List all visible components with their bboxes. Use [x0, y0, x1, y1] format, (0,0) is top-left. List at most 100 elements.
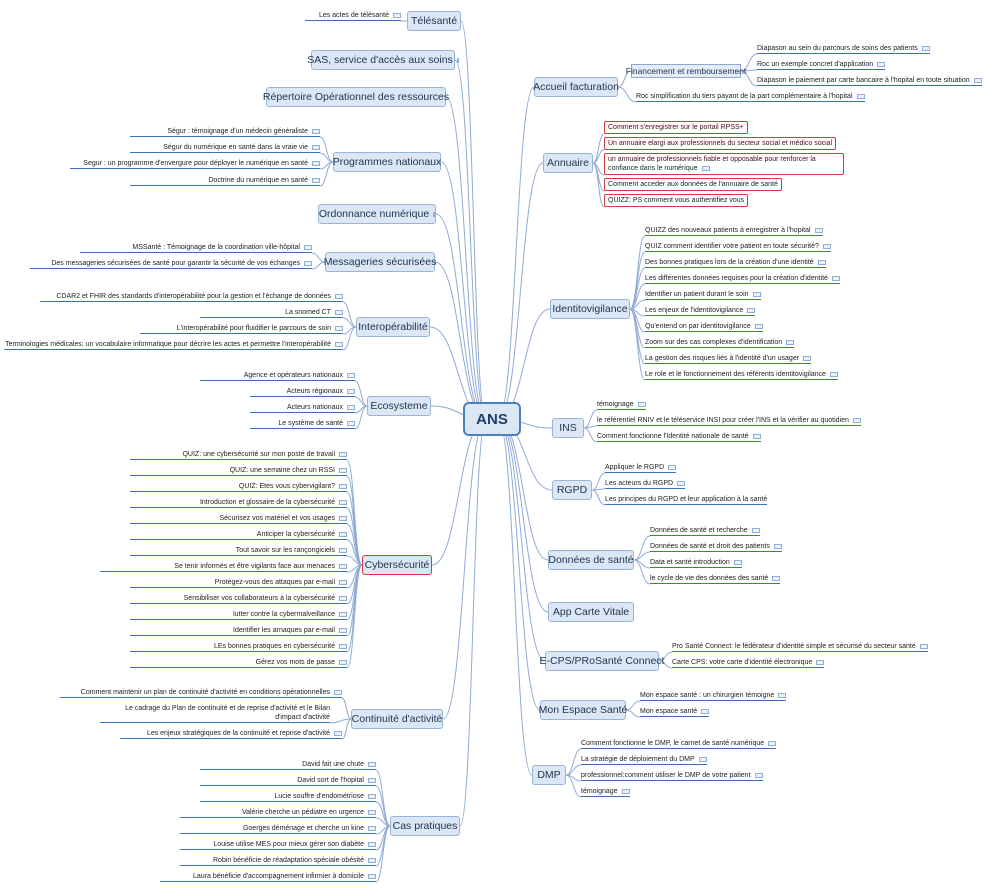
- leaf-annuaire-3[interactable]: Comment acceder aux données de l'annuair…: [604, 178, 782, 191]
- leaf-identito-7[interactable]: Zoom sur des cas complexes d'identificat…: [645, 338, 795, 348]
- main-node-messageries[interactable]: Messageries sécurisées: [324, 252, 436, 272]
- leaf-rgpd-1[interactable]: Les acteurs du RGPD: [605, 479, 686, 489]
- leaf-cyber-4[interactable]: Sécurisez vos matériel et vos usages: [130, 514, 347, 524]
- leaf-mes-1[interactable]: Mon espace santé: [640, 707, 710, 717]
- leaf-dmp-2[interactable]: professionnel:comment utiliser le DMP de…: [581, 771, 763, 781]
- leaf-interop-0[interactable]: CDAR2 et FHIR des standards d'interopéra…: [40, 292, 343, 302]
- leaf-messageries-1[interactable]: Des messageries sécurisées de santé pour…: [30, 259, 312, 269]
- leaf-accueil-sub-2[interactable]: Diapason le paiement par carte bancaire …: [757, 76, 982, 86]
- leaf-ecps-0[interactable]: Pro Santé Connect: le fédérateur d'ident…: [672, 642, 928, 652]
- main-node-ecps[interactable]: E-CPS/PRoSanté Connect: [540, 651, 664, 671]
- leaf-cyber-9[interactable]: Sensibiliser vos collaborateurs à la cyb…: [130, 594, 347, 604]
- main-node-sas[interactable]: SAS, service d'accès aux soins: [307, 50, 459, 70]
- leaf-cyber-0[interactable]: QUIZ: une cybersécurité sur mon poste de…: [130, 450, 347, 460]
- leaf-cyber-5[interactable]: Anticiper la cybersécurité: [130, 530, 347, 540]
- leaf-programmes-2[interactable]: Segur : un programme d'envergure pour dé…: [70, 159, 320, 169]
- main-node-identito[interactable]: Identitovigilance: [550, 299, 630, 319]
- leaf-ins-0[interactable]: témoignage: [597, 400, 646, 410]
- leaf-cyber-12[interactable]: LEs bonnes pratiques en cybersécurité: [130, 642, 347, 652]
- root-node[interactable]: ANS: [463, 402, 521, 436]
- main-node-continuite[interactable]: Continuité d'activité: [351, 709, 443, 729]
- leaf-cyber-7[interactable]: Se tenir informés et être vigilants face…: [100, 562, 347, 572]
- main-node-ordonnance[interactable]: Ordonnance numérique: [318, 204, 436, 224]
- leaf-programmes-0[interactable]: Ségur : témoignage d'un médecin générali…: [130, 127, 320, 137]
- main-node-interop[interactable]: Interopérabilité: [356, 317, 430, 337]
- leaf-interop-1[interactable]: La snomed CT: [200, 308, 343, 318]
- main-node-carte[interactable]: App Carte Vitale: [548, 602, 634, 622]
- leaf-identito-9[interactable]: Le role et le fonctionnement des référen…: [645, 370, 838, 380]
- main-node-ror[interactable]: Répertoire Opérationnel des ressources: [263, 87, 449, 107]
- leaf-donnees-1[interactable]: Données de santé et droit des patients: [650, 542, 782, 552]
- leaf-cas-5[interactable]: Louise utilise MES pour mieux gérer son …: [180, 840, 376, 850]
- main-node-cyber[interactable]: Cybersécurité: [362, 555, 432, 575]
- leaf-donnees-3[interactable]: le cycle de vie des données des santé: [650, 574, 781, 584]
- main-node-donnees[interactable]: Données de santé: [548, 550, 634, 570]
- leaf-ins-1[interactable]: le référentiel RNIV et le téléservice IN…: [597, 416, 861, 426]
- main-node-rgpd[interactable]: RGPD: [552, 480, 592, 500]
- leaf-messageries-0[interactable]: MSSanté : Témoignage de la coordination …: [80, 243, 312, 253]
- leaf-interop-2[interactable]: L'interopérabilité pour fluidifier le pa…: [140, 324, 343, 334]
- main-node-programmes[interactable]: Programmes nationaux: [333, 152, 441, 172]
- leaf-annuaire-4[interactable]: QUIZZ: PS comment vous authentifiez vous: [604, 194, 749, 207]
- leaf-cas-1[interactable]: David sort de l'hopital: [200, 776, 376, 786]
- leaf-ecps-1[interactable]: Carte CPS: votre carte d'identité électr…: [672, 658, 825, 668]
- main-node-ecosysteme[interactable]: Ecosysteme: [367, 396, 431, 416]
- main-node-cas[interactable]: Cas pratiques: [390, 816, 460, 836]
- leaf-cyber-1[interactable]: QUIZ: une semaine chez un RSSI: [130, 466, 347, 476]
- leaf-cyber-13[interactable]: Gérez vos mots de passe: [130, 658, 347, 668]
- leaf-continuite-2[interactable]: Les enjeux stratégiques de la continuité…: [120, 729, 342, 739]
- leaf-identito-8[interactable]: La gestion des risques liés à l'identité…: [645, 354, 812, 364]
- leaf-annuaire-1[interactable]: Un annuaire elargi aux professionnels du…: [604, 137, 837, 150]
- leaf-accueil-sub-1[interactable]: Roc un exemple concret d'application: [757, 60, 886, 70]
- leaf-ecosysteme-3[interactable]: Le système de santé: [250, 419, 355, 429]
- leaf-accueil-sub-0[interactable]: Diapason au sein du parcours de soins de…: [757, 44, 930, 54]
- leaf-cyber-11[interactable]: Identifier les arnaques par e-mail: [130, 626, 347, 636]
- leaf-identito-6[interactable]: Qu'entend on par identitovigilance: [645, 322, 763, 332]
- leaf-continuite-0[interactable]: Comment maintenir un plan de continuité …: [60, 688, 342, 698]
- leaf-cyber-8[interactable]: Protégez-vous des attaques par e-mail: [130, 578, 347, 588]
- leaf-identito-0[interactable]: QUIZZ des nouveaux patients à enregistre…: [645, 226, 823, 236]
- leaf-continuite-1[interactable]: Le cadrage du Plan de continuité et de r…: [100, 704, 330, 723]
- leaf-programmes-1[interactable]: Ségur du numérique en santé dans la vrai…: [130, 143, 320, 153]
- leaf-accueil-0[interactable]: Roc simplification du tiers payant de la…: [636, 92, 865, 102]
- leaf-identito-5[interactable]: Les enjeux de l'identitovigilance: [645, 306, 756, 316]
- leaf-identito-4[interactable]: Identifier un patient durant le soin: [645, 290, 761, 300]
- leaf-dmp-1[interactable]: La stratégie de déploiement du DMP: [581, 755, 707, 765]
- leaf-cyber-6[interactable]: Tout savoir sur les rançongiciels: [130, 546, 347, 556]
- leaf-cyber-2[interactable]: QUIZ: Etes vous cybervigilant?: [130, 482, 347, 492]
- leaf-cas-0[interactable]: David fait une chute: [200, 760, 376, 770]
- leaf-identito-2[interactable]: Des bonnes pratiques lors de la création…: [645, 258, 826, 268]
- leaf-cas-4[interactable]: Goerges déménage et cherche un kine: [180, 824, 376, 834]
- leaf-telesante-0[interactable]: Les actes de télésanté: [305, 11, 401, 21]
- leaf-annuaire-0[interactable]: Comment s'enregistrer sur le portail RPS…: [604, 121, 748, 134]
- leaf-annuaire-2[interactable]: un annuaire de professionnels fiable et …: [604, 153, 844, 175]
- main-node-accueil[interactable]: Accueil facturation: [533, 77, 619, 97]
- leaf-ecosysteme-0[interactable]: Agence et opérateurs nationaux: [200, 371, 355, 381]
- leaf-mes-0[interactable]: Mon espace santé : un chirurgien témoign…: [640, 691, 787, 701]
- leaf-ins-2[interactable]: Comment fonctionne l'Identité nationale …: [597, 432, 761, 442]
- main-node-dmp[interactable]: DMP: [532, 765, 566, 785]
- leaf-rgpd-0[interactable]: Appliquer le RGPD: [605, 463, 677, 473]
- leaf-programmes-3[interactable]: Doctrine du numérique en santé: [130, 176, 320, 186]
- leaf-cas-2[interactable]: Lucie souffre d'endométriose: [200, 792, 376, 802]
- leaf-cas-6[interactable]: Robin bénéficie de réadaptation spéciale…: [180, 856, 376, 866]
- leaf-donnees-0[interactable]: Données de santé et recherche: [650, 526, 760, 536]
- leaf-donnees-2[interactable]: Data et santé introduction: [650, 558, 742, 568]
- leaf-rgpd-2[interactable]: Les principes du RGPD et leur applicatio…: [605, 496, 768, 505]
- leaf-identito-1[interactable]: QUIZ comment identifier votre patient en…: [645, 242, 831, 252]
- leaf-cyber-3[interactable]: Introduction et glossaire de la cyberséc…: [130, 498, 347, 508]
- leaf-ecosysteme-1[interactable]: Acteurs régionaux: [250, 387, 355, 397]
- leaf-dmp-3[interactable]: témoignage: [581, 787, 630, 797]
- leaf-identito-3[interactable]: Les différentes données requises pour la…: [645, 274, 840, 284]
- leaf-cas-7[interactable]: Laura bénéficie d'accompagnement infirmi…: [160, 872, 376, 882]
- leaf-ecosysteme-2[interactable]: Acteurs nationaux: [250, 403, 355, 413]
- main-node-mes[interactable]: Mon Espace Santé: [539, 700, 627, 720]
- leaf-cas-3[interactable]: Valérie cherche un pédiatre en urgence: [180, 808, 376, 818]
- leaf-cyber-10[interactable]: lutter contre la cybermalveillance: [130, 610, 347, 620]
- leaf-interop-3[interactable]: Terminologies médicales: un vocabulaire …: [4, 340, 343, 350]
- main-node-annuaire[interactable]: Annuaire: [543, 153, 593, 173]
- sub-node-financement[interactable]: Financement et remboursement: [625, 64, 747, 78]
- main-node-ins[interactable]: INS: [552, 418, 584, 438]
- main-node-telesante[interactable]: Télésanté: [407, 11, 461, 31]
- leaf-dmp-0[interactable]: Comment fonctionne le DMP, le carnet de …: [581, 739, 777, 749]
